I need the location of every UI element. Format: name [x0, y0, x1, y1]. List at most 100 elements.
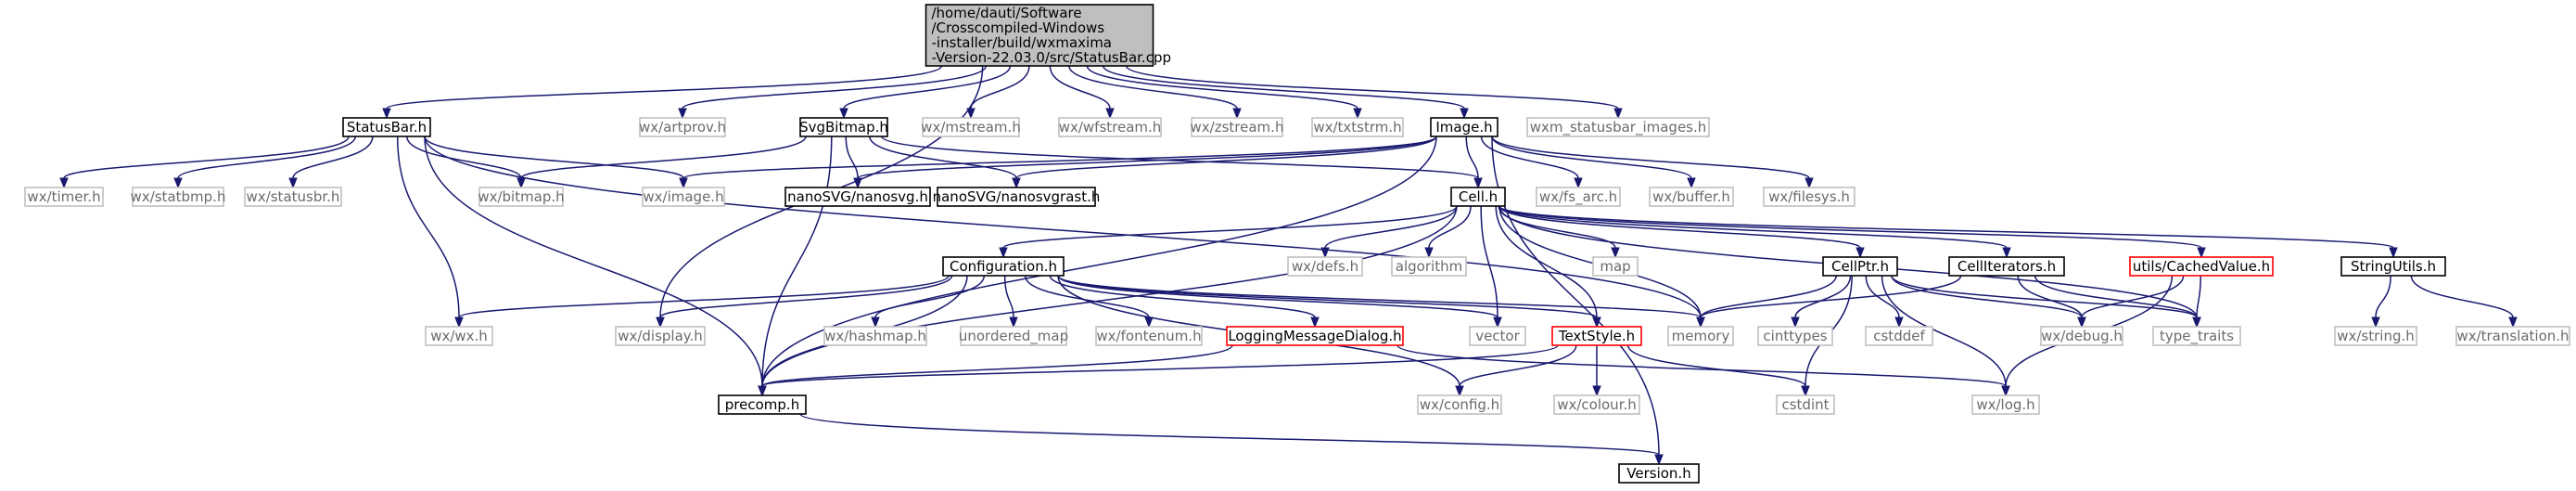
- node-box: [1226, 326, 1404, 346]
- node-box: [799, 117, 888, 137]
- node-wx-fs-arc[interactable]: wx/fs_arc.h: [1536, 187, 1621, 207]
- node-label: LoggingMessageDialog.h: [1228, 328, 1401, 344]
- node-wx-bitmap[interactable]: wx/bitmap.h: [478, 187, 565, 207]
- node-algorithm[interactable]: algorithm: [1391, 256, 1467, 277]
- edge-statusbar_cpp-to-image_h: [1102, 65, 1469, 120]
- node-precomp-h[interactable]: precomp.h: [718, 394, 807, 415]
- node-statusbar-h[interactable]: StatusBar.h: [342, 117, 431, 137]
- edge-cell_h-to-stringutils_h: [1498, 205, 2398, 259]
- edge-configuration_h-to-unordered_map: [1003, 275, 1018, 329]
- edge-image_h-to-wx_filesys: [1491, 136, 1814, 189]
- node-configuration-h[interactable]: Configuration.h: [942, 256, 1065, 277]
- node-box: [425, 326, 493, 346]
- node-wx-timer[interactable]: wx/timer.h: [24, 187, 104, 207]
- edge-cachedvalue_h-to-type_traits: [2192, 275, 2201, 329]
- node-wx-defs[interactable]: wx/defs.h: [1287, 256, 1363, 277]
- node-statusbar-cpp[interactable]: /home/dauti/Software/Crosscompiled-Windo…: [925, 4, 1172, 67]
- node-stringutils-h[interactable]: StringUtils.h: [2340, 256, 2446, 277]
- node-map[interactable]: map: [1592, 256, 1639, 277]
- node-label: unordered_map: [959, 328, 1068, 345]
- node-loggingdialog-h[interactable]: LoggingMessageDialog.h: [1226, 326, 1404, 346]
- node-svgbitmap-h[interactable]: SvgBitmap.h: [799, 117, 888, 137]
- edge-svgbitmap_h-to-cell_h: [881, 136, 1483, 189]
- edge-image_h-to-nanosvgrast: [1012, 136, 1437, 189]
- node-wx-statusbr[interactable]: wx/statusbr.h: [244, 187, 342, 207]
- edge-statusbar_cpp-to-svgbitmap_h: [839, 65, 1012, 120]
- node-box: [1417, 394, 1502, 415]
- node-label: TextStyle.h: [1558, 328, 1635, 344]
- node-image-h[interactable]: Image.h: [1430, 117, 1498, 137]
- node-label: wx/wx.h: [430, 328, 488, 344]
- node-wxm-images[interactable]: wxm_statusbar_images.h: [1526, 117, 1710, 137]
- node-wx-image[interactable]: wx/image.h: [642, 187, 725, 207]
- node-wx-buffer[interactable]: wx/buffer.h: [1649, 187, 1734, 207]
- node-wx-zstream[interactable]: wx/zstream.h: [1191, 117, 1284, 137]
- node-label: /Crosscompiled-Windows: [932, 19, 1105, 36]
- node-label: wx/debug.h: [2041, 328, 2123, 344]
- node-wx-fontenum[interactable]: wx/fontenum.h: [1095, 326, 1203, 346]
- node-wx-artprov[interactable]: wx/artprov.h: [639, 117, 726, 137]
- node-wx-debug[interactable]: wx/debug.h: [2040, 326, 2123, 346]
- node-label: precomp.h: [725, 396, 799, 413]
- node-label: wx/wfstream.h: [1059, 119, 1162, 136]
- node-box: [1430, 117, 1498, 137]
- node-label: wx/image.h: [643, 188, 723, 205]
- node-box: [24, 187, 104, 207]
- edge-loggingdialog_h-to-precomp_h: [758, 344, 1233, 397]
- node-cstddef[interactable]: cstddef: [1865, 326, 1933, 346]
- node-label: wx/filesys.h: [1768, 188, 1850, 205]
- node-wx-config[interactable]: wx/config.h: [1417, 394, 1502, 415]
- node-wx-hashmap[interactable]: wx/hashmap.h: [823, 326, 927, 346]
- node-box: [1551, 326, 1642, 346]
- node-cstdint[interactable]: cstdint: [1776, 394, 1835, 415]
- edge-configuration_h-to-wx_wx: [454, 275, 950, 329]
- node-wx-translation[interactable]: wx/translation.h: [2455, 326, 2570, 346]
- edge-statusbar_h-to-wx_statusbr: [288, 136, 374, 189]
- node-wx-statbmp[interactable]: wx/statbmp.h: [131, 187, 226, 207]
- node-box: [1095, 326, 1203, 346]
- node-wx-txtstrm[interactable]: wx/txtstrm.h: [1311, 117, 1404, 137]
- node-wx-colour[interactable]: wx/colour.h: [1553, 394, 1640, 415]
- node-box: [2040, 326, 2123, 346]
- node-cell-h[interactable]: Cell.h: [1450, 187, 1506, 207]
- node-label: wx/fontenum.h: [1096, 328, 1201, 344]
- node-box: [1948, 256, 2065, 277]
- node-vector[interactable]: vector: [1469, 326, 1526, 346]
- node-textstyle-h[interactable]: TextStyle.h: [1551, 326, 1642, 346]
- edge-image_h-to-cell_h: [1465, 136, 1483, 189]
- node-cinttypes[interactable]: cinttypes: [1757, 326, 1833, 346]
- edge-configuration_h-to-textstyle_h: [1057, 275, 1601, 329]
- node-unordered-map[interactable]: unordered_map: [959, 326, 1068, 346]
- node-box: [1822, 256, 1898, 277]
- node-wx-mstream[interactable]: wx/mstream.h: [921, 117, 1021, 137]
- node-label: Version.h: [1626, 465, 1690, 482]
- node-box: [2455, 326, 2570, 346]
- node-label: wx/txtstrm.h: [1313, 119, 1401, 136]
- node-wx-string[interactable]: wx/string.h: [2334, 326, 2417, 346]
- node-wx-log[interactable]: wx/log.h: [1971, 394, 2040, 415]
- edge-configuration_h-to-vector: [1057, 275, 1502, 329]
- edges: [59, 65, 2518, 466]
- edge-statusbar_cpp-to-wx_txtstrm: [1086, 65, 1362, 120]
- edge-cellptr_h-to-type_traits: [1891, 275, 2201, 329]
- node-label: wx/zstream.h: [1191, 119, 1284, 136]
- node-nanosvgrast[interactable]: nanoSVG/nanosvgrast.h: [933, 187, 1101, 207]
- node-version-h[interactable]: Version.h: [1618, 463, 1700, 484]
- node-celliterators-h[interactable]: CellIterators.h: [1948, 256, 2065, 277]
- edge-image_h-to-wx_image: [679, 136, 1437, 189]
- node-type-traits[interactable]: type_traits: [2152, 326, 2241, 346]
- node-cachedvalue-h[interactable]: utils/CachedValue.h: [2129, 256, 2274, 277]
- node-wx-wx[interactable]: wx/wx.h: [425, 326, 493, 346]
- node-wx-display[interactable]: wx/display.h: [615, 326, 706, 346]
- node-label: SvgBitmap.h: [799, 119, 888, 136]
- node-label: wxm_statusbar_images.h: [1530, 119, 1707, 136]
- node-label: wx/artprov.h: [639, 119, 726, 136]
- node-wx-filesys[interactable]: wx/filesys.h: [1763, 187, 1855, 207]
- node-nanosvg[interactable]: nanoSVG/nanosvg.h: [784, 187, 931, 207]
- node-wx-wfstream[interactable]: wx/wfstream.h: [1058, 117, 1162, 137]
- node-label: CellPtr.h: [1831, 258, 1889, 275]
- node-memory[interactable]: memory: [1667, 326, 1734, 346]
- node-box: [1391, 256, 1467, 277]
- node-label: algorithm: [1396, 258, 1462, 275]
- node-cellptr-h[interactable]: CellPtr.h: [1822, 256, 1898, 277]
